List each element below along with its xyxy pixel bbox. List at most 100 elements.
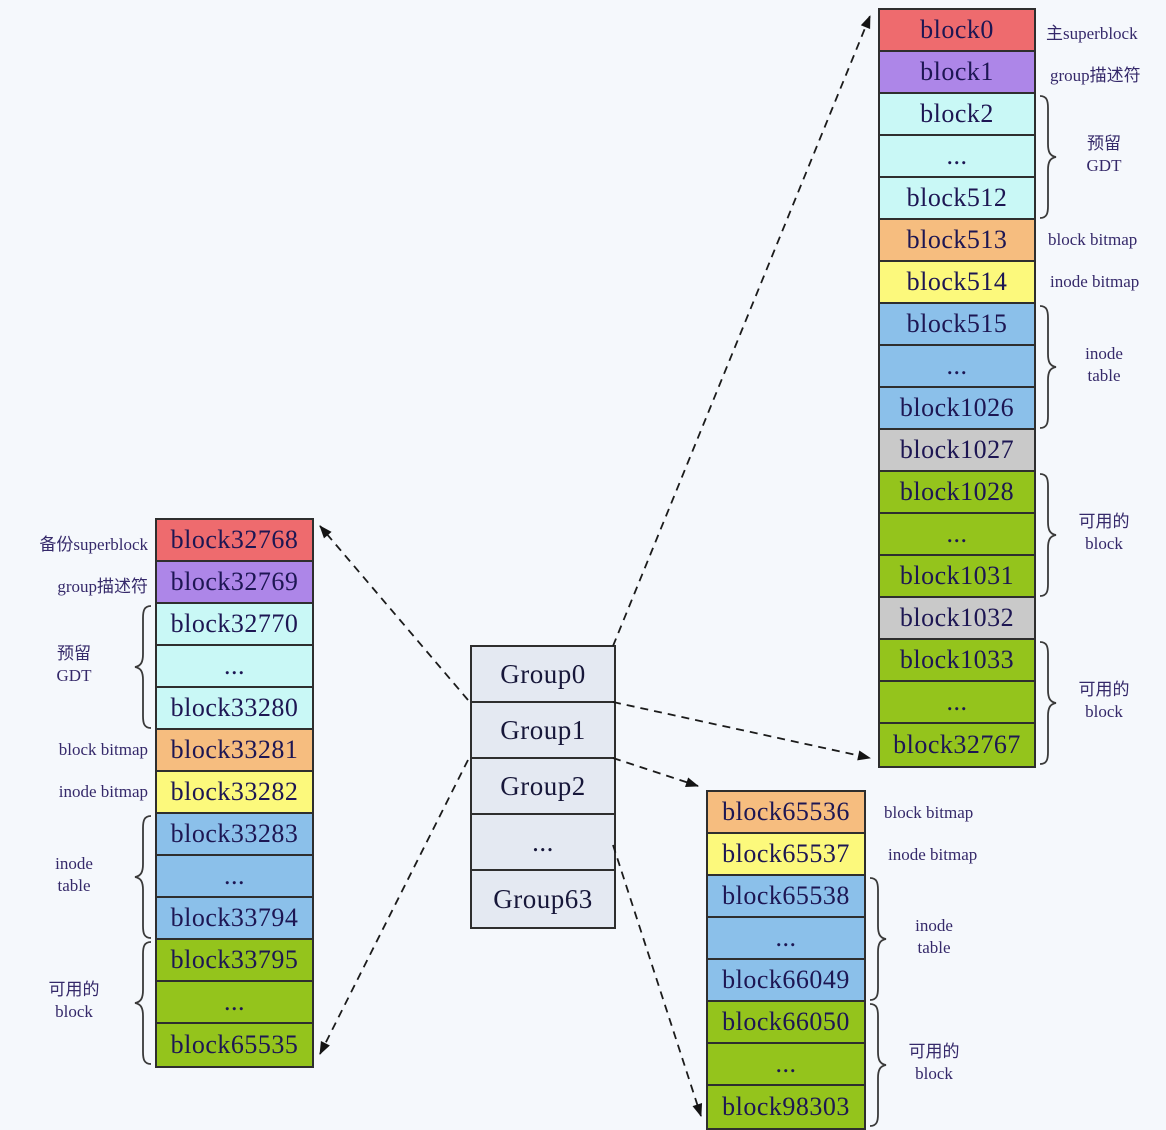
- brace-available-block: [869, 1003, 887, 1127]
- block-cell: block66050: [708, 1002, 864, 1044]
- block-label: block1026: [899, 393, 1015, 422]
- annotation-available-block: 可用的 block: [1062, 679, 1146, 723]
- block-label: block515: [906, 309, 1008, 338]
- arrow-group1-to-left-stack-bottom: [319, 759, 469, 1055]
- block-label: ...: [946, 141, 968, 170]
- brace-inode-table: [869, 877, 887, 1001]
- block-cell: block33282: [157, 772, 312, 814]
- label-inode: inode: [915, 916, 953, 935]
- annotation-block-bitmap: block bitmap: [58, 740, 148, 759]
- group-label: Group0: [500, 658, 586, 689]
- group-cell-ellipsis: ...: [472, 815, 614, 871]
- block-cell-ellipsis: ...: [157, 646, 312, 688]
- block-label: block32770: [170, 609, 299, 638]
- annotation-inode-bitmap: inode bitmap: [58, 782, 148, 801]
- block-label: ...: [224, 987, 245, 1016]
- arrow-group2-to-bottom-stack-top: [612, 757, 699, 787]
- group1-blocks-stack: block32768 block32769 block32770 ... blo…: [155, 518, 314, 1068]
- annotation-group-descriptor: group描述符: [57, 577, 148, 596]
- group-label: ...: [532, 826, 554, 857]
- block-cell-ellipsis: ...: [708, 1044, 864, 1086]
- label-block: block: [915, 1064, 953, 1083]
- block-label: block33282: [170, 777, 299, 806]
- block-cell: block1026: [880, 388, 1034, 430]
- block-label: block66050: [722, 1007, 850, 1036]
- label-available: 可用的: [48, 980, 100, 999]
- brace-available-block: [1039, 641, 1057, 765]
- label-reserved: 预留: [1087, 134, 1121, 153]
- block-label: block65535: [170, 1030, 299, 1059]
- group2-blocks-stack: block65536 block65537 block65538 ... blo…: [706, 790, 866, 1130]
- label-available: 可用的: [1078, 512, 1130, 531]
- block-label: block1: [920, 57, 994, 86]
- block-label: ...: [775, 1049, 797, 1078]
- annotation-group-descriptor: group描述符: [1050, 66, 1141, 85]
- group-label: Group63: [493, 883, 593, 914]
- block-cell: block65536: [708, 792, 864, 834]
- annotation-block-bitmap: block bitmap: [1048, 230, 1138, 249]
- arrow-group0-to-top-stack: [612, 15, 871, 647]
- brace-inode-table: [1039, 305, 1057, 429]
- block-label: block33795: [170, 945, 299, 974]
- block-cell: block33795: [157, 940, 312, 982]
- block-cell: block33280: [157, 688, 312, 730]
- block-cell-ellipsis: ...: [880, 682, 1034, 724]
- arrow-group1-to-left-stack-top: [319, 525, 469, 701]
- block-cell: block65535: [157, 1024, 312, 1066]
- block-label: block1033: [899, 645, 1015, 674]
- block-label: block1032: [899, 603, 1015, 632]
- group-label: Group2: [500, 770, 586, 801]
- block-cell: block32770: [157, 604, 312, 646]
- label-available: 可用的: [1078, 680, 1130, 699]
- label-inode: inode: [55, 854, 93, 873]
- label-block: block: [55, 1002, 93, 1021]
- block-label: block65536: [722, 797, 850, 826]
- block-cell: block2: [880, 94, 1034, 136]
- block-cell: block1027: [880, 430, 1034, 472]
- group-label: Group1: [500, 714, 586, 745]
- block-cell: block98303: [708, 1086, 864, 1128]
- block-label: block65537: [722, 839, 850, 868]
- annotation-backup-superblock: 备份superblock: [39, 535, 148, 554]
- annotation-available-block: 可用的 block: [28, 979, 120, 1023]
- block-cell-ellipsis: ...: [157, 982, 312, 1024]
- annotation-main-superblock: 主superblock: [1046, 24, 1138, 43]
- label-block: block: [1085, 702, 1123, 721]
- group-list: Group0 Group1 Group2 ... Group63: [470, 645, 616, 929]
- block-cell: block512: [880, 178, 1034, 220]
- block-label: ...: [224, 861, 245, 890]
- block-cell-ellipsis: ...: [880, 346, 1034, 388]
- block-cell: block33794: [157, 898, 312, 940]
- block-cell: block66049: [708, 960, 864, 1002]
- block-label: block66049: [722, 965, 850, 994]
- annotation-inode-bitmap: inode bitmap: [888, 845, 978, 864]
- group-cell: Group63: [472, 871, 614, 927]
- brace-inode-table: [134, 815, 152, 939]
- block-label: block1028: [899, 477, 1015, 506]
- block-cell: block33283: [157, 814, 312, 856]
- block-cell: block32767: [880, 724, 1034, 766]
- block-cell-ellipsis: ...: [880, 136, 1034, 178]
- block-label: block512: [906, 183, 1008, 212]
- block-label: block513: [906, 225, 1008, 254]
- block-label: block32768: [170, 525, 299, 554]
- block-label: block33283: [170, 819, 299, 848]
- block-label: block0: [920, 15, 994, 44]
- block-cell: block32769: [157, 562, 312, 604]
- arrow-group0-to-top-stack-bottom: [612, 701, 871, 761]
- block-label: block2: [920, 99, 994, 128]
- block-cell: block1: [880, 52, 1034, 94]
- label-gdt: GDT: [56, 666, 92, 685]
- group-cell: Group2: [472, 759, 614, 815]
- block-label: ...: [946, 687, 968, 716]
- block-cell: block514: [880, 262, 1034, 304]
- block-label: block32769: [170, 567, 299, 596]
- brace-available-block: [1039, 473, 1057, 597]
